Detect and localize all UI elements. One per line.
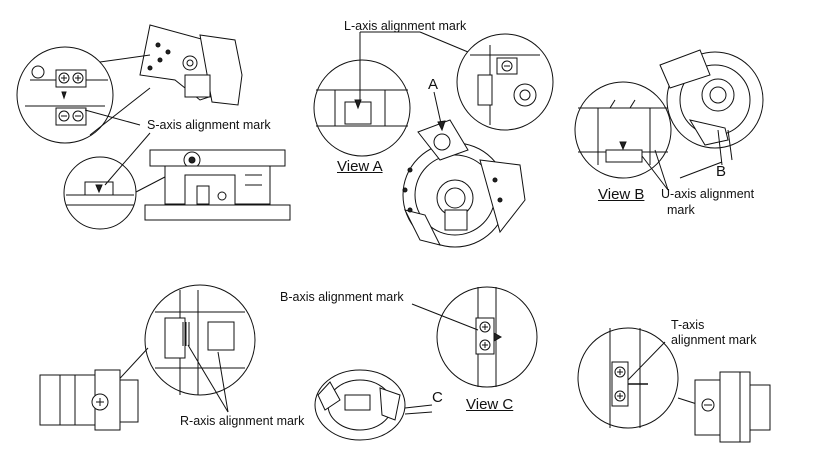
view-c-letter: C [432, 389, 443, 406]
u-axis-leader-b [654, 149, 669, 191]
view-b-caption: View B [598, 186, 645, 203]
view-c-caption: View C [466, 396, 514, 413]
t-axis-leader [627, 341, 666, 381]
view-b-arrow-line [679, 161, 723, 179]
b-axis-label: B-axis alignment mark [280, 290, 404, 304]
u-axis-robot-arm [659, 49, 764, 166]
s-axis-robot-upper-arm [139, 24, 243, 106]
t-axis-label-line1: T-axis [671, 318, 705, 332]
r-axis-detail-circle [144, 284, 256, 396]
view-b-letter: B [716, 163, 727, 180]
u-axis-leader-a [641, 155, 669, 191]
view-a-caption: View A [337, 158, 383, 175]
s-axis-detail-circle [16, 46, 151, 144]
view-c-arrow-line-a [404, 404, 433, 409]
l-axis-robot-arm [402, 119, 526, 248]
t-axis-label-line2: alignment mark [671, 333, 757, 347]
t-axis-detail-circle [577, 327, 679, 429]
l-axis-label: L-axis alignment mark [344, 19, 467, 33]
s-axis-label: S-axis alignment mark [147, 118, 271, 132]
u-axis-label-line1: U-axis alignment [661, 187, 755, 201]
view-c-arrow-line-b [404, 411, 433, 415]
r-axis-leader-b [217, 351, 229, 413]
view-a-letter: A [428, 76, 439, 93]
view-a-detail-circle [313, 59, 411, 157]
b-axis-robot-wrist [314, 369, 406, 441]
s-axis-leader-lower [104, 132, 151, 186]
r-axis-leader-a [187, 344, 229, 413]
l-axis-detail-circle [456, 33, 554, 131]
t-axis-robot-wrist [694, 371, 771, 443]
s-axis-leader-upper [84, 109, 141, 126]
b-axis-leader [411, 303, 479, 331]
b-axis-detail-circle [436, 286, 538, 388]
r-axis-label: R-axis alignment mark [180, 414, 305, 428]
u-axis-detail-circle [574, 81, 672, 179]
u-axis-label-line2: mark [667, 203, 695, 217]
view-a-arrowhead [437, 120, 446, 132]
r-axis-robot-wrist [39, 369, 139, 431]
s-axis-robot-base [144, 149, 291, 221]
